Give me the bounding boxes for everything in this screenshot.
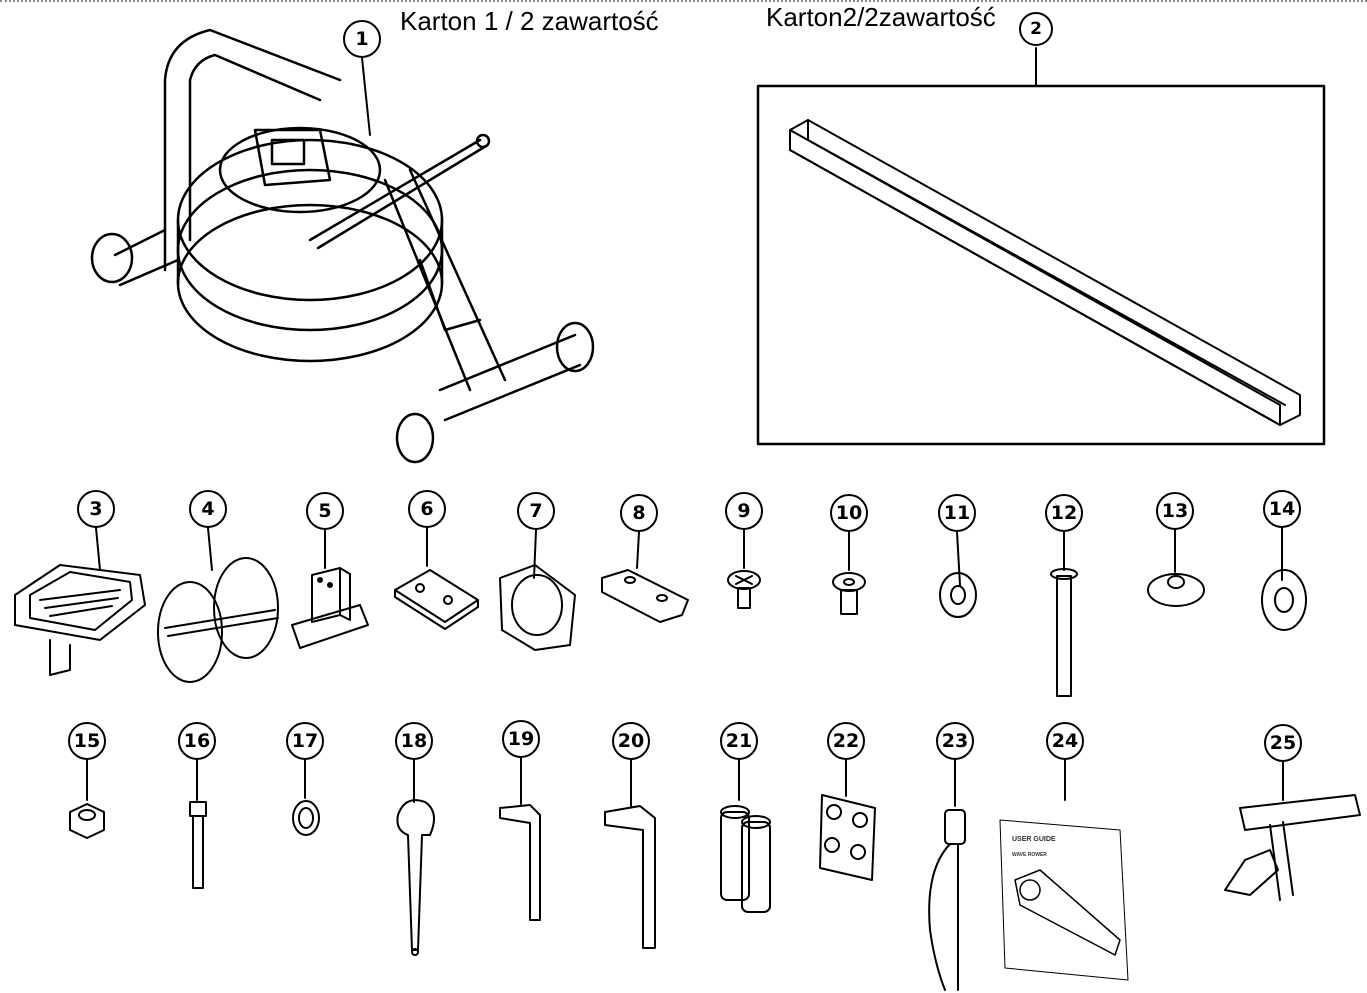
part-badge-7: 7 <box>517 492 555 530</box>
part-17-ring <box>292 800 320 836</box>
part-badge-2: 2 <box>1019 12 1053 46</box>
part-25-front-frame <box>1224 794 1361 901</box>
part-6-plate <box>394 569 479 630</box>
part-21-batteries <box>720 805 771 913</box>
part-10-bushing <box>832 572 866 615</box>
part-badge-12: 12 <box>1045 494 1083 532</box>
part-14-washer <box>1261 569 1307 631</box>
part-19-allen-key <box>499 804 541 921</box>
part-badge-23: 23 <box>936 722 974 760</box>
part-badge-16: 16 <box>178 722 216 760</box>
part-badge-9: 9 <box>725 492 763 530</box>
part-badge-14: 14 <box>1263 490 1301 528</box>
part-5-bracket <box>291 567 369 649</box>
part-20-allen-key <box>604 805 656 949</box>
part-badge-6: 6 <box>408 490 446 528</box>
part-badge-15: 15 <box>68 722 106 760</box>
part-badge-10: 10 <box>830 494 868 532</box>
part-badge-20: 20 <box>612 722 650 760</box>
part-9-screw <box>727 570 761 609</box>
part-badge-25: 25 <box>1264 724 1302 762</box>
part-badge-22: 22 <box>827 722 865 760</box>
part-16-bolt <box>189 801 207 889</box>
part-7-pad <box>499 564 576 651</box>
part-3-pedal <box>14 564 146 676</box>
part-badge-17: 17 <box>286 722 324 760</box>
part-11-washer <box>939 572 977 618</box>
manual-subtitle: WAVE ROWER <box>1012 852 1047 858</box>
part-badge-19: 19 <box>502 720 540 758</box>
part-badge-13: 13 <box>1156 492 1194 530</box>
part-badge-11: 11 <box>938 494 976 532</box>
carton-1-heading: Karton 1 / 2 zawartość <box>400 6 659 36</box>
part-12-pin <box>1050 568 1078 697</box>
part-badge-21: 21 <box>720 722 758 760</box>
part-4-strap <box>157 557 279 683</box>
part-badge-18: 18 <box>395 722 433 760</box>
part-23-siphon-pump <box>928 809 966 991</box>
part-18-wrench <box>396 799 435 956</box>
part-badge-3: 3 <box>77 490 115 528</box>
part-1-main-frame <box>90 28 595 464</box>
top-dotted-border <box>0 0 1367 2</box>
part-badge-8: 8 <box>620 494 658 532</box>
part-2-rail <box>756 84 1326 446</box>
part-badge-4: 4 <box>189 490 227 528</box>
part-badge-5: 5 <box>306 492 344 530</box>
part-badge-24: 24 <box>1046 722 1084 760</box>
part-13-cup-washer <box>1147 573 1205 607</box>
part-8-bar <box>601 569 689 623</box>
carton-2-heading: Karton2/2zawartość <box>766 2 996 32</box>
manual-title: USER GUIDE <box>1012 836 1056 843</box>
part-badge-1: 1 <box>343 20 381 58</box>
part-15-nut <box>69 803 105 839</box>
part-24-user-manual <box>999 819 1129 981</box>
leader-lines <box>86 47 1284 807</box>
part-22-pad-sheet <box>819 794 876 881</box>
